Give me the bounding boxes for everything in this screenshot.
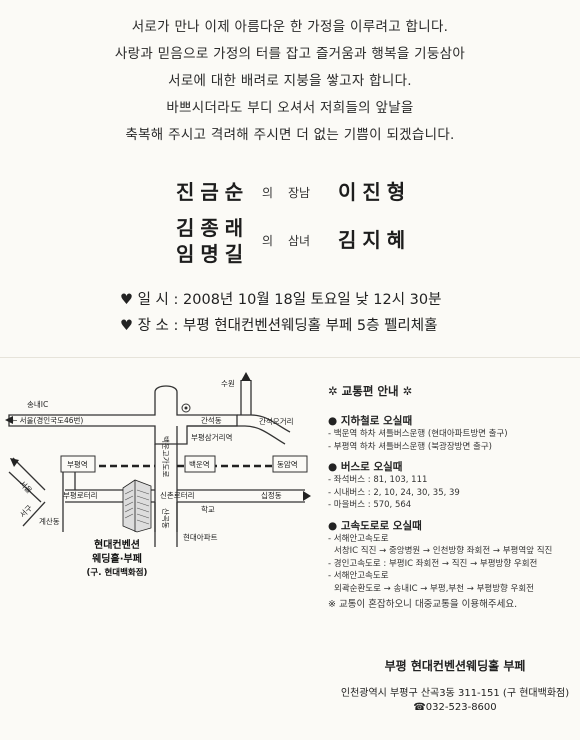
bupyeong-3-label: 부평삼거리역 — [191, 432, 232, 442]
venue-map-label-3: (구. 현대백화점) — [87, 567, 148, 578]
bus-line-3: - 마을버스 : 570, 564 — [328, 500, 412, 510]
sangok-label: 산곡동 — [161, 508, 171, 529]
bullet-icon: ● — [328, 519, 341, 532]
gansuk-5-label: 간석오거리 — [259, 416, 294, 426]
event-place-row: ♥ 장 소 : 부평 현대컨벤션웨딩홀 부페 5층 펠리체홀 — [120, 313, 441, 339]
venue-phone: ☎032-523-8600 — [413, 702, 497, 713]
bus-line-2: - 시내버스 : 2, 10, 24, 30, 35, 39 — [328, 487, 460, 498]
venue-name: 부평 현대컨벤션웨딩홀 부페 — [384, 659, 526, 673]
bullet-icon: ● — [328, 415, 341, 427]
highway-line-4: - 서해안고속도로 — [328, 571, 389, 581]
suwon-label: 수원 — [221, 379, 235, 388]
gyesan-label: 계산동 — [39, 516, 60, 526]
star-icon: ✲ — [402, 384, 413, 398]
subway-title: ● 지하철로 오실때 — [328, 415, 413, 427]
date-label: ♥ 일 시 : — [120, 292, 179, 308]
groom-parent: 진금순 — [176, 180, 250, 204]
message-line-4: 바쁘시더라도 부디 오셔서 저희들의 앞날을 — [166, 100, 414, 116]
highway-line-5: 외곽순환도로 → 송내IC → 부평,부천 → 부평방향 우회전 — [334, 583, 535, 594]
songnae-ic-label: 송내IC — [27, 400, 48, 409]
bride-parent-mother: 임명길 — [176, 242, 250, 266]
event-info: ♥ 일 시 : 2008년 10월 18일 토요일 낮 12시 30분 ♥ 장 … — [120, 287, 441, 339]
venue-map-label-1: 현대컨벤션 — [94, 538, 140, 551]
bupyeong-station-box — [60, 455, 96, 473]
bupyeong-rotary-label: 부평로터리 — [63, 490, 98, 500]
bride-relation-prefix: 의 — [262, 234, 274, 248]
message-line-2: 사랑과 믿음으로 가정의 터를 잡고 즐거움과 행복을 기둥삼아 — [114, 46, 466, 62]
school-label: 학교 — [201, 504, 215, 514]
gyeongin-road — [8, 385, 238, 445]
invitation-message: 서로가 만나 이제 아름다운 한 가정을 이루려고 합니다. 사랑과 믿음으로 … — [0, 14, 580, 149]
bupyeong-station-label: 부평역 — [67, 459, 88, 469]
transport-title-row: ✲ 교통편 안내 ✲ — [328, 383, 573, 399]
message-line-3: 서로에 대한 배려로 지붕을 쌓고자 합니다. — [168, 73, 412, 89]
sipjeong-label: 십정동 — [261, 490, 282, 500]
sinchon-road — [65, 489, 305, 503]
traffic-note: ※ 교통이 혼잡하오니 대중교통을 이용해주세요. — [328, 599, 518, 610]
event-date: 2008년 10월 18일 토요일 낮 12시 30분 — [183, 292, 442, 308]
bride-parent-father: 김종래 — [176, 216, 250, 240]
message-line-5: 축복해 주시고 격려해 주시면 더 없는 기쁨이 되겠습니다. — [125, 127, 455, 143]
highway-line-2: 서창IC 직진 → 중앙병원 → 인천방향 좌회전 → 부평역앞 직진 — [334, 546, 553, 556]
venue-address: 인천광역시 부평구 산곡3동 311-151 (구 현대백화점) — [340, 688, 570, 699]
message-line-1: 서로가 만나 이제 아름다운 한 가정을 이루려고 합니다. — [131, 19, 449, 35]
bride-relation: 삼녀 — [288, 234, 311, 248]
star-icon: ✲ — [328, 384, 338, 398]
transport-title: 교통편 안내 — [341, 384, 399, 398]
subway-line-2: - 부평역 하차 셔틀버스운행 (북광장방면 출구) — [328, 441, 492, 452]
groom-name: 이진형 — [338, 180, 412, 204]
hyundai-apt-label: 현대아파트 — [183, 532, 218, 542]
event-place: 부평 현대컨벤션웨딩홀 부페 5층 펠리체홀 — [183, 318, 438, 334]
road-arrows — [5, 372, 311, 501]
transport-guide: ✲ 교통편 안내 ✲ ● 지하철로 오실때 - 백운역 하차 셔틀버스운행 (현… — [328, 383, 573, 612]
baegun-station-box — [184, 455, 216, 473]
venue-building — [122, 479, 152, 533]
groom-relation-prefix: 의 — [262, 186, 274, 200]
event-date-row: ♥ 일 시 : 2008년 10월 18일 토요일 낮 12시 30분 — [120, 287, 441, 313]
highway-title: ● 고속도로로 오실때 — [328, 519, 422, 532]
baegun-road-label: 백운고가도로 — [161, 436, 171, 477]
seoul-road-label: ← 서울(경인국도46번) — [11, 415, 83, 425]
gansuk-label: 간석동 — [201, 415, 222, 425]
bus-line-1: - 좌석버스 : 81, 103, 111 — [328, 475, 428, 485]
venue-map-label-2: 웨딩홀·부페 — [92, 552, 142, 565]
sinchon-rotary-label: 신촌로터리 — [160, 491, 195, 500]
subway-line-1: - 백운역 하차 셔틀버스운행 (현대아파트방면 출구) — [328, 429, 508, 439]
dongam-station-label: 동암역 — [277, 459, 298, 469]
place-label: ♥ 장 소 : — [120, 318, 179, 334]
fold-line — [0, 357, 580, 358]
location-map: 송내IC ← 서울(경인국도46번) 수원 간석동 간석오거리 부평삼거리역 부… — [5, 372, 311, 578]
invitation-card: 서로가 만나 이제 아름다운 한 가정을 이루려고 합니다. 사랑과 믿음으로 … — [0, 0, 580, 350]
dongam-station-box — [272, 455, 308, 473]
venue-footer: 부평 현대컨벤션웨딩홀 부페 인천광역시 부평구 산곡3동 311-151 (구… — [330, 657, 580, 713]
highway-line-1: - 서해안고속도로 — [328, 533, 389, 544]
gansuk-road — [187, 414, 291, 445]
bride-name: 김지혜 — [338, 228, 412, 252]
bullet-icon: ● — [328, 461, 341, 473]
bus-title: ● 버스로 오실때 — [328, 461, 403, 473]
highway-line-3: - 경인고속도로 : 부평IC 좌회전 → 직진 → 부평방향 우회전 — [328, 558, 538, 569]
baegun-station-label: 백운역 — [189, 459, 210, 469]
groom-relation: 장남 — [288, 186, 311, 200]
